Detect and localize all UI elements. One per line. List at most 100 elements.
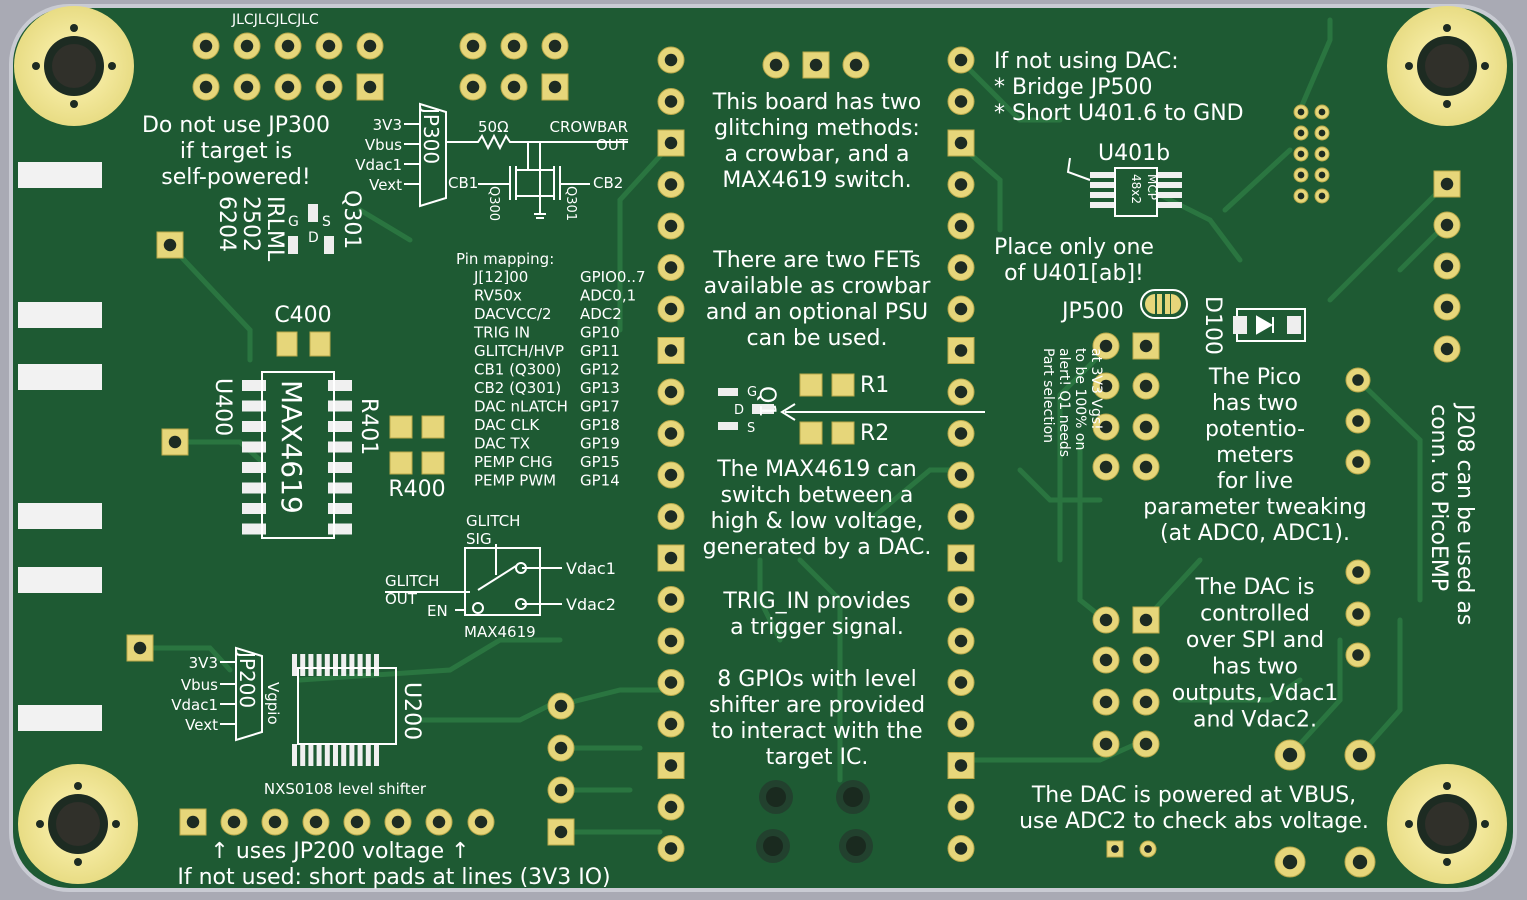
mounting-hole-tr	[1387, 6, 1507, 126]
fet-s-label: S	[322, 214, 331, 230]
mounting-hole-tl	[14, 6, 134, 126]
center-glitch-1: This board has two	[712, 90, 921, 115]
round-pad	[500, 32, 528, 60]
square-pad	[947, 544, 975, 572]
round-pad	[657, 627, 685, 655]
square-pad	[802, 51, 830, 79]
round-pad	[302, 808, 330, 836]
jp200-in-2: Vbus	[181, 676, 218, 694]
round-pad	[1314, 104, 1330, 120]
switch-ic-label: MAX4619	[464, 623, 536, 641]
round-pad	[947, 586, 975, 613]
center-max-4: generated by a DAC.	[703, 535, 932, 560]
note-line: The Pico	[1208, 365, 1301, 390]
u401b-pins-left	[1090, 172, 1114, 208]
jp300-warning-3: self-powered!	[161, 165, 310, 190]
res-50-label: 50Ω	[478, 118, 509, 136]
round-pad	[657, 88, 685, 115]
note-line: over SPI and	[1186, 628, 1324, 653]
pin-map-signal: RV50x	[474, 287, 522, 305]
round-pad	[657, 793, 685, 821]
round-pad	[1345, 449, 1371, 475]
round-pad	[947, 420, 975, 447]
part-alert-1: Part selection	[1040, 348, 1056, 443]
schematic-drawings	[220, 102, 1091, 742]
u400-chip	[261, 371, 335, 539]
irlml-label-2: 2502	[238, 196, 263, 252]
u401b-pins-right	[1158, 172, 1182, 208]
button-hole	[836, 780, 870, 814]
q301-label: Q301	[339, 190, 364, 249]
pin-map-signal: DACVCC/2	[474, 305, 552, 323]
switch-glitch-sig-2: SIG	[466, 530, 492, 548]
round-pad	[657, 503, 685, 530]
square-pad	[657, 752, 685, 779]
c400-label: C400	[274, 303, 331, 328]
jp500-solder-jumper	[1140, 289, 1188, 319]
j208-note-2: conn. to PicoEMP	[1426, 404, 1451, 591]
round-pad	[947, 669, 975, 696]
center-max-2: switch between a	[721, 483, 914, 508]
jp300-in-2: Vbus	[365, 136, 402, 154]
irlml-label-1: IRLML	[262, 196, 287, 262]
round-pad	[1092, 646, 1120, 674]
jp500-label: JP500	[1060, 299, 1124, 324]
round-pad	[192, 73, 220, 101]
q300-label: Q300	[486, 186, 501, 221]
switch-glitch-out-1: GLITCH	[385, 572, 439, 590]
square-pad	[1132, 606, 1160, 634]
silkscreen-labels: JLCJLCJLCJLC Do not use JP300 if target …	[142, 12, 1477, 890]
note-line: and Vdac2.	[1193, 708, 1317, 733]
u401b-label: U401b	[1098, 141, 1170, 166]
note-line: (at ADC0, ADC1).	[1160, 521, 1350, 546]
q300-q301-footprints	[288, 204, 334, 254]
center-fets-3: and an optional PSU	[706, 300, 928, 325]
round-pad	[1132, 413, 1160, 441]
round-pad	[947, 503, 975, 530]
round-pad	[1314, 146, 1330, 162]
round-pad	[1274, 846, 1306, 878]
short-note: If not used: short pads at lines (3V3 IO…	[177, 865, 610, 890]
square-pad	[1106, 840, 1124, 858]
round-pad	[947, 88, 975, 115]
round-pad	[1433, 293, 1461, 321]
square-pad	[356, 73, 384, 101]
note-line: parameter tweaking	[1143, 495, 1367, 520]
round-pad	[657, 461, 685, 489]
round-pad	[842, 51, 870, 79]
mcp-label-2: 48x2	[1129, 174, 1143, 204]
round-pad	[1344, 739, 1376, 771]
u200-chip	[297, 667, 397, 745]
round-pad	[762, 51, 790, 79]
round-pad	[1345, 601, 1371, 627]
round-pad	[947, 835, 975, 862]
round-pad	[657, 835, 685, 862]
r1-label: R1	[860, 373, 889, 398]
place-one-2: of U401[ab]!	[1004, 261, 1144, 286]
jp200-label: JP200	[235, 650, 259, 708]
jp200-in-1: 3V3	[189, 654, 218, 672]
round-pad	[1139, 840, 1157, 858]
pin-map-signal: PEMP PWM	[474, 472, 556, 490]
round-pad	[233, 32, 261, 60]
round-pad	[192, 32, 220, 60]
r2-footprint	[799, 421, 855, 445]
round-pad	[1132, 730, 1160, 758]
square-pad	[947, 752, 975, 779]
jp200-note: ↑ uses JP200 voltage ↑	[210, 839, 469, 864]
c400-footprint	[276, 331, 331, 357]
round-pad	[1092, 606, 1120, 634]
round-pad	[1132, 646, 1160, 674]
round-pad	[1345, 408, 1371, 434]
cb1-label: CB1	[448, 174, 478, 192]
q1-d-label: D	[734, 403, 744, 418]
smd-parts	[261, 167, 1306, 745]
round-pad	[947, 212, 975, 240]
round-pad	[220, 808, 248, 836]
r1-footprint	[799, 373, 855, 397]
round-pad	[1433, 252, 1461, 280]
round-pad	[947, 46, 975, 74]
square-pad	[657, 129, 685, 157]
round-pad	[459, 32, 487, 60]
